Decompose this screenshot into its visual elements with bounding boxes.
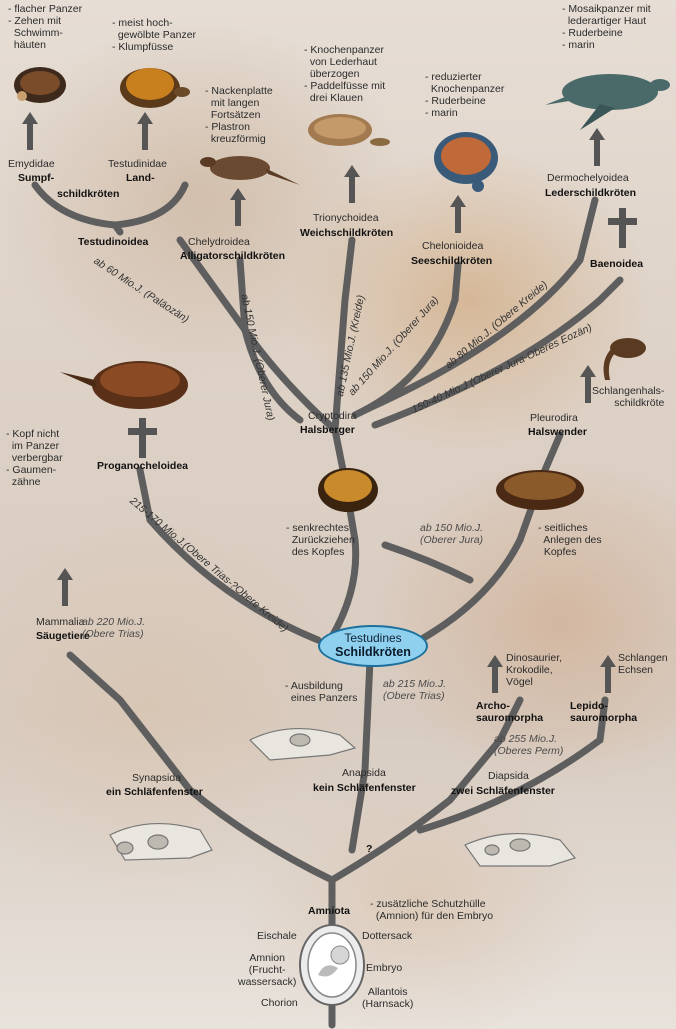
label-baenoidea: Baenoidea bbox=[590, 258, 643, 270]
branch-testudinoidea-stem bbox=[115, 225, 120, 232]
label-cryptodira-latin: Cryptodira bbox=[308, 410, 356, 422]
note-amniota: - zusätzliche Schutzhülle (Amnion) für d… bbox=[370, 898, 493, 922]
arrow-dermochelyoidea bbox=[589, 128, 605, 166]
label-emydidae-german-a: Sumpf- bbox=[18, 172, 54, 184]
label-proganocheloidea: Proganocheloidea bbox=[97, 460, 188, 472]
dermochelyoidea-turtle-icon bbox=[545, 74, 670, 130]
label-amniota: Amniota bbox=[308, 905, 350, 917]
note-trionychoidea: - Knochenpanzer von Lederhaut überzogen … bbox=[304, 44, 385, 104]
label-emydidae-german-b: schildkröten bbox=[57, 188, 119, 200]
note-emydidae: - flacher Panzer - Zehen mit Schwimm- hä… bbox=[8, 3, 82, 51]
label-testudinidae-german: Land- bbox=[126, 172, 155, 184]
egg-label-amnion: Amnion (Frucht- wassersack) bbox=[238, 952, 296, 988]
egg-label-chorion: Chorion bbox=[261, 997, 298, 1009]
note-chelonioidea: - reduzierter Knochenpanzer - Ruderbeine… bbox=[425, 71, 504, 119]
label-anapsida-latin: Anapsida bbox=[342, 767, 386, 779]
testudines-german: Schildkröten bbox=[320, 645, 426, 659]
cross-proganocheloidea-icon bbox=[128, 418, 157, 458]
label-dermochelyoidea-latin: Dermochelyoidea bbox=[547, 172, 629, 184]
pleurodira-turtle-icon bbox=[496, 470, 584, 510]
egg-label-embryo: Embryo bbox=[366, 962, 402, 974]
label-chelydroidea-latin: Chelydroidea bbox=[188, 236, 250, 248]
note-chelydroidea: - Nackenplatte mit langen Fortsätzen - P… bbox=[205, 85, 273, 145]
synapsida-skull-icon bbox=[110, 824, 212, 860]
label-trionychoidea-latin: Trionychoidea bbox=[313, 212, 379, 224]
note-proganocheloidea: - Kopf nicht im Panzer verbergbar - Gaum… bbox=[6, 428, 63, 488]
label-chelonioidea-german: Seeschildkröten bbox=[411, 255, 492, 267]
anapsida-skull-icon bbox=[250, 729, 355, 760]
label-diapsida-german: zwei Schläfenfenster bbox=[451, 785, 555, 797]
egg-label-allantois: Allantois (Harnsack) bbox=[362, 986, 413, 1010]
label-testudinoidea: Testudinoidea bbox=[78, 236, 148, 248]
testudines-latin: Testudines bbox=[320, 631, 426, 645]
label-mammalia-latin: Mammalia bbox=[36, 616, 84, 628]
note-lepidosauromorpha: Schlangen Echsen bbox=[618, 652, 668, 676]
egg-label-dottersack: Dottersack bbox=[362, 930, 412, 942]
note-testudinidae: - meist hoch- gewölbte Panzer - Klumpfüs… bbox=[112, 17, 196, 53]
arrow-trionychoidea bbox=[344, 165, 360, 203]
proganochelys-turtle-icon bbox=[60, 361, 188, 409]
note-pleurodira-trait: - seitliches Anlegen des Kopfes bbox=[538, 522, 602, 558]
arrow-chelydroidea bbox=[230, 188, 246, 226]
arrow-lepido bbox=[600, 655, 616, 693]
label-pleurodira-latin: Pleurodira bbox=[530, 412, 578, 424]
note-dermochelyoidea: - Mosaikpanzer mit lederartiger Haut - R… bbox=[562, 3, 651, 51]
cross-baenoidea-icon bbox=[608, 208, 637, 248]
label-trionychoidea-german: Weichschildkröten bbox=[300, 227, 393, 239]
arrow-testudinidae bbox=[137, 112, 153, 150]
age-testudines: ab 215 Mio.J. (Obere Trias) bbox=[383, 678, 446, 702]
cryptodira-turtle-icon bbox=[318, 468, 378, 512]
emydidae-turtle-icon bbox=[14, 67, 66, 103]
diapsida-skull-icon bbox=[465, 834, 575, 866]
schlangenhals-turtle-icon bbox=[604, 338, 646, 380]
age-mammalia: ab 220 Mio.J. (Obere Trias) bbox=[82, 616, 145, 640]
label-dermochelyoidea-german: Lederschildkröten bbox=[545, 187, 636, 199]
question-mark: ? bbox=[366, 843, 372, 855]
testudines-node: Testudines Schildkröten bbox=[318, 625, 428, 667]
age-diapsida: ab 255 Mio.J. (Oberes Perm) bbox=[494, 733, 563, 757]
label-pleurodira-german: Halswender bbox=[528, 426, 587, 438]
label-schlangenhals: Schlangenhals- schildkröte bbox=[592, 385, 664, 409]
egg-label-eischale: Eischale bbox=[257, 930, 297, 942]
label-diapsida-latin: Diapsida bbox=[488, 770, 529, 782]
arrow-mammalia bbox=[57, 568, 73, 606]
label-testudinidae-latin: Testudinidae bbox=[108, 158, 167, 170]
note-archosauromorpha: Dinosaurier, Krokodile, Vögel bbox=[506, 652, 562, 688]
note-cryptodira-trait: - senkrechtes Zurückziehen des Kopfes bbox=[286, 522, 355, 558]
label-chelydroidea-german: Alligatorschildkröten bbox=[180, 250, 285, 262]
label-chelonioidea-latin: Chelonioidea bbox=[422, 240, 483, 252]
branch-crypto-pleuro-link bbox=[385, 545, 470, 580]
label-synapsida-latin: Synapsida bbox=[132, 772, 181, 784]
turtle-illustrations bbox=[14, 67, 670, 512]
trionychoidea-turtle-icon bbox=[308, 114, 390, 146]
testudinidae-turtle-icon bbox=[120, 68, 190, 108]
arrow-emydidae bbox=[22, 112, 38, 150]
label-anapsida-german: kein Schläfenfenster bbox=[313, 782, 416, 794]
label-cryptodira-german: Halsberger bbox=[300, 424, 355, 436]
label-lepidosauromorpha: Lepido- sauromorpha bbox=[570, 700, 637, 724]
arrow-archo bbox=[487, 655, 503, 693]
label-archosauromorpha: Archo- sauromorpha bbox=[476, 700, 543, 724]
note-panzer: - Ausbildung eines Panzers bbox=[285, 680, 357, 704]
age-crypto-pleuro-split: ab 150 Mio.J. (Oberer Jura) bbox=[420, 522, 483, 546]
chelydroidea-turtle-icon bbox=[200, 156, 300, 185]
label-emydidae-latin: Emydidae bbox=[8, 158, 55, 170]
label-synapsida-german: ein Schläfenfenster bbox=[106, 786, 203, 798]
amniote-egg-icon bbox=[300, 925, 364, 1005]
chelonioidea-turtle-icon bbox=[434, 132, 498, 192]
arrow-chelonioidea bbox=[450, 195, 466, 233]
